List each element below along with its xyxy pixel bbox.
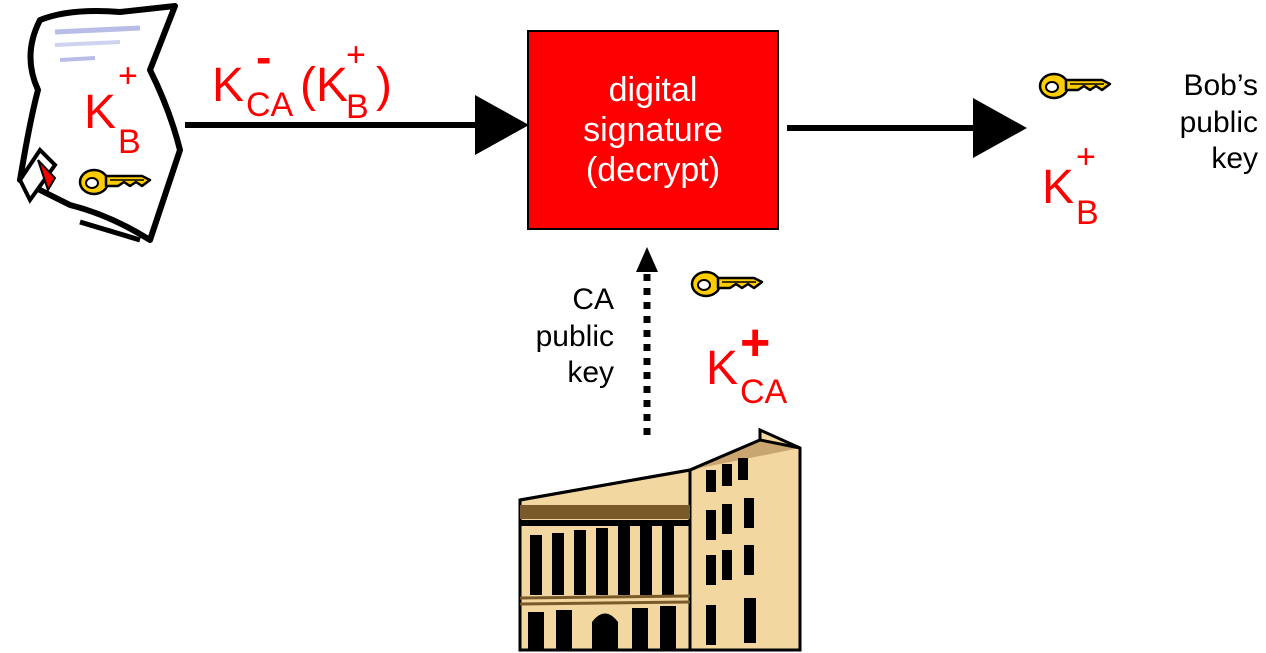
- ca-label-line-1: CA: [572, 283, 614, 316]
- output-label: Bob’s public key: [1140, 68, 1258, 178]
- key-icon: [690, 270, 764, 298]
- ca-key-main: K: [212, 59, 245, 112]
- output-key-label: K + B: [1042, 140, 1132, 230]
- key-main: K: [84, 86, 117, 139]
- digital-signature-box: digital signature (decrypt): [527, 30, 779, 230]
- certificate-key-label: K + B: [84, 59, 174, 165]
- key-icon: [1038, 72, 1112, 100]
- key-sup: +: [118, 57, 138, 95]
- ca-key-minus: -: [256, 31, 272, 83]
- ca-key-label: K + CA: [706, 317, 816, 415]
- paren-close: ): [376, 59, 392, 112]
- ca-key-text-label: CA public key: [490, 282, 614, 392]
- key-sub: B: [118, 123, 141, 161]
- ca-label-line-3: key: [567, 356, 614, 390]
- output-label-line-1: Bob’s: [1183, 69, 1258, 102]
- key-sub: B: [1076, 194, 1099, 232]
- key-main: K: [1042, 161, 1075, 214]
- paren-open: (: [300, 59, 316, 112]
- ca-label-line-2: public: [535, 319, 614, 353]
- key-sup: +: [1076, 138, 1096, 176]
- output-label-line-3: key: [1211, 142, 1258, 176]
- box-line-1: digital: [608, 70, 698, 109]
- key-sub: CA: [740, 373, 788, 411]
- inner-key-sup: +: [346, 36, 366, 74]
- inner-key-sub: B: [346, 88, 369, 126]
- inner-key-main: K: [316, 59, 349, 112]
- signed-certificate-label: K - CA ( K + B ): [212, 31, 412, 130]
- box-line-3: (decrypt): [585, 151, 721, 190]
- box-line-2: signature: [583, 110, 723, 149]
- key-sup: +: [740, 314, 771, 372]
- key-main: K: [706, 342, 739, 395]
- ca-key-sub: CA: [246, 86, 294, 124]
- building-icon: [518, 427, 802, 652]
- output-label-line-2: public: [1179, 105, 1258, 139]
